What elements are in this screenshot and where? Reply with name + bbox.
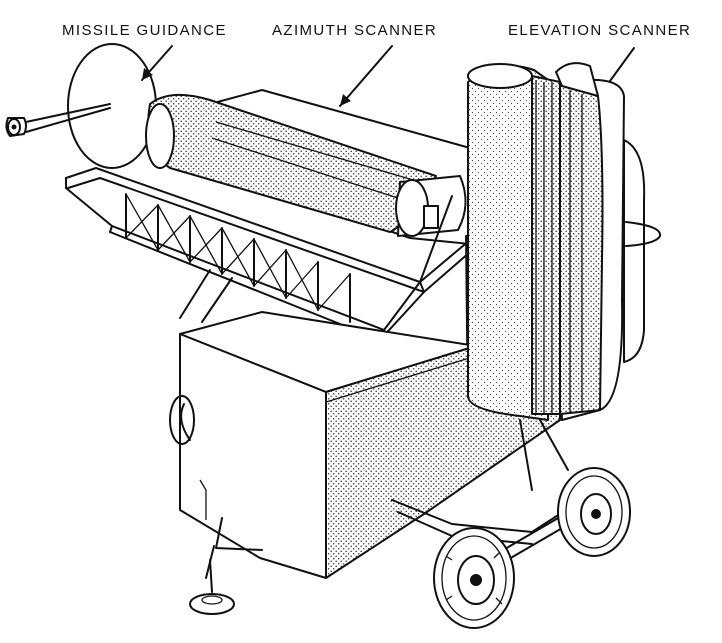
arrowhead-missile-guidance — [142, 68, 153, 80]
leader-azimuth-scanner — [339, 45, 393, 107]
truss-frame — [65, 167, 471, 341]
missile-guidance-dish — [5, 43, 157, 169]
label-elevation-scanner: ELEVATION SCANNER — [508, 22, 691, 39]
wheel-front — [433, 527, 515, 629]
label-missile-guidance: MISSILE GUIDANCE — [62, 22, 227, 39]
rear-drum — [623, 139, 662, 363]
stabilizer-foot — [189, 559, 235, 615]
callout-labels: MISSILE GUIDANCE AZIMUTH SCANNER ELEVATI… — [62, 22, 691, 39]
azimuth-motor-housing — [395, 175, 467, 237]
arrowhead-azimuth-scanner — [340, 94, 351, 106]
elevation-scanner — [467, 62, 625, 421]
wheel-rear — [557, 467, 631, 557]
truss-struts — [125, 193, 351, 323]
label-azimuth-scanner: AZIMUTH SCANNER — [272, 22, 437, 39]
